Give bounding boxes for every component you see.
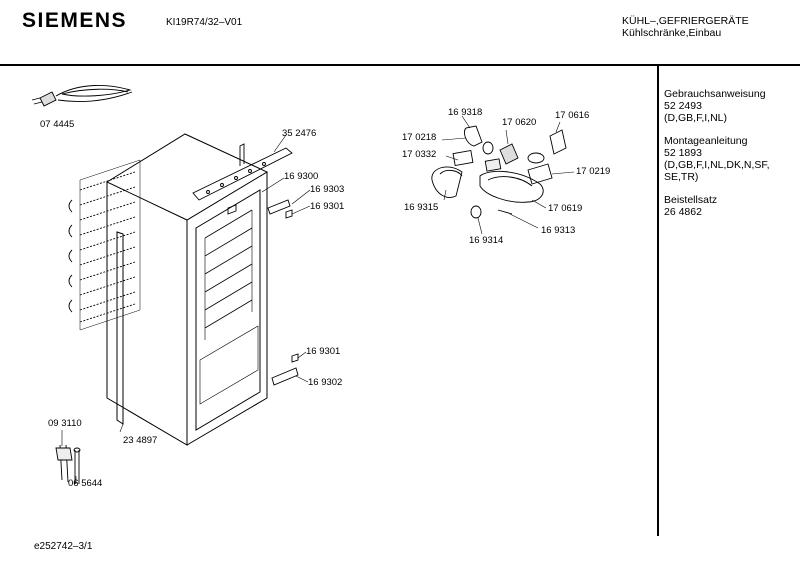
part-label-16-9313: 16 9313 [541, 225, 576, 236]
part-label-door-seal: 23 4897 [123, 435, 158, 446]
document-user-manual: Gebrauchsanweisung 52 2493 (D,GB,F,I,NL) [664, 88, 770, 124]
part-label-06-5644: 06 5644 [68, 478, 103, 489]
document-languages: (D,GB,F,I,NL,DK,N,SF, [664, 159, 770, 171]
document-languages-cont: SE,TR) [664, 171, 699, 183]
part-label-09-3110: 09 3110 [48, 418, 82, 429]
trim-bar-drawing [192, 143, 293, 201]
part-label-16-9301-top: 16 9301 [310, 201, 345, 212]
document-languages: (D,GB,F,I,NL) [664, 112, 728, 124]
part-label-17-0332: 17 0332 [402, 149, 437, 160]
leader-lines [61, 115, 575, 484]
document-number: 52 2493 [664, 100, 702, 112]
document-number: 26 4862 [664, 206, 702, 218]
category-line-2: Kühlschränke,Einbau [622, 27, 722, 39]
brand-logo: SIEMENS [22, 9, 128, 32]
power-cable-drawing [31, 84, 133, 107]
cabinet-drawing [105, 133, 269, 446]
document-title: Gebrauchsanweisung [664, 88, 766, 100]
part-label-16-9318: 16 9318 [448, 107, 483, 118]
drawing-reference-code: e252742–3/1 [34, 541, 93, 552]
header-divider [0, 64, 800, 66]
category-line-1: KÜHL–,GEFRIERGERÄTE [622, 15, 749, 27]
condenser-coil-drawing [68, 159, 141, 331]
part-label-16-9303: 16 9303 [310, 184, 345, 195]
document-title: Beistellsatz [664, 194, 718, 206]
part-label-17-0219: 17 0219 [576, 166, 611, 177]
document-title: Montageanleitung [664, 135, 748, 147]
sidebar-divider [657, 64, 659, 536]
hinge-drawing [227, 199, 299, 386]
part-label-power-cable: 07 4445 [40, 119, 75, 130]
documents-list: Gebrauchsanweisung 52 2493 (D,GB,F,I,NL)… [664, 88, 770, 229]
part-label-17-0619: 17 0619 [548, 203, 583, 214]
part-label-17-0620: 17 0620 [502, 117, 537, 128]
part-label-17-0616: 17 0616 [555, 110, 590, 121]
sensor-drawing [55, 444, 81, 484]
part-label-17-0218: 17 0218 [402, 132, 437, 143]
part-label-16-9302: 16 9302 [308, 377, 343, 388]
part-label-trim-bar: 35 2476 [282, 128, 317, 139]
part-label-16-9300: 16 9300 [284, 171, 319, 182]
document-number: 52 1893 [664, 147, 702, 159]
part-label-16-9314: 16 9314 [469, 235, 504, 246]
model-number: KI19R74/32–V01 [166, 17, 243, 28]
category-block: KÜHL–,GEFRIERGERÄTE Kühlschränke,Einbau [622, 15, 749, 39]
document-accessory-kit: Beistellsatz 26 4862 [664, 194, 770, 218]
document-installation-manual: Montageanleitung 52 1893 (D,GB,F,I,NL,DK… [664, 135, 770, 183]
part-label-16-9315: 16 9315 [404, 202, 439, 213]
light-assembly-drawing [431, 125, 567, 219]
part-label-16-9301-bottom: 16 9301 [306, 346, 341, 357]
